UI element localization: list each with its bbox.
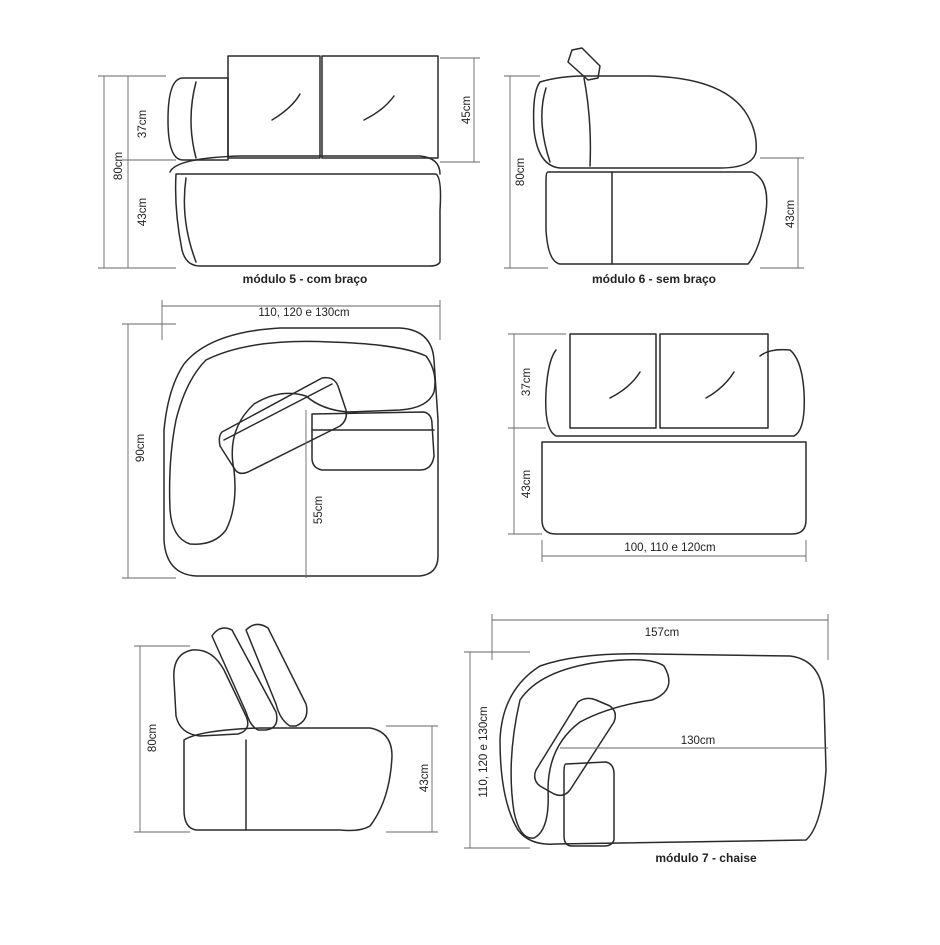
m5-total-height-label: 80cm: [113, 152, 125, 180]
side-total-height-label: 80cm: [147, 724, 159, 752]
module6-caption: módulo 6 - sem braço: [592, 272, 716, 286]
module6-dimensions: 80cm 43cm módulo 6 - sem braço: [504, 75, 804, 286]
corner-depth-label: 90cm: [135, 434, 147, 462]
module5-dimensions: 80cm 37cm 43cm 45cm módulo 5 - com braço: [98, 57, 480, 286]
front-seat-height-label: 43cm: [521, 470, 533, 498]
module7-drawing: [499, 653, 827, 847]
module6-drawing: [532, 47, 768, 265]
corner-top-view-dimensions: 110, 120 e 130cm 90cm 55cm: [122, 300, 441, 579]
m5-cushion-height-label: 45cm: [461, 96, 473, 124]
side-view-drawing: [173, 623, 393, 832]
front-width-label: 100, 110 e 120cm: [624, 542, 715, 554]
side-seat-height-label: 43cm: [419, 764, 431, 792]
chaise-inner-length-label: 130cm: [681, 735, 716, 747]
corner-seat-depth-label: 55cm: [313, 496, 325, 524]
m6-total-height-label: 80cm: [515, 158, 527, 186]
corner-top-view-drawing: [163, 327, 439, 577]
chaise-width-label: 110, 120 e 130cm: [478, 706, 490, 797]
front-view-drawing: [541, 333, 807, 535]
module7-dimensions: 157cm 130cm 110, 120 e 130cm módulo 7 - …: [464, 614, 829, 865]
m6-seat-height-label: 43cm: [785, 200, 797, 228]
module5-caption: módulo 5 - com braço: [243, 272, 368, 286]
side-view-dimensions: 80cm 43cm: [134, 645, 438, 833]
front-back-height-label: 37cm: [521, 368, 533, 396]
front-view-dimensions: 37cm 43cm 100, 110 e 120cm: [508, 333, 807, 562]
corner-width-label: 110, 120 e 130cm: [258, 307, 349, 319]
module5-drawing: [167, 55, 442, 267]
module7-caption: módulo 7 - chaise: [655, 851, 757, 865]
m5-seat-height-label: 43cm: [137, 198, 149, 226]
chaise-length-label: 157cm: [645, 627, 680, 639]
m5-back-height-label: 37cm: [137, 110, 149, 138]
